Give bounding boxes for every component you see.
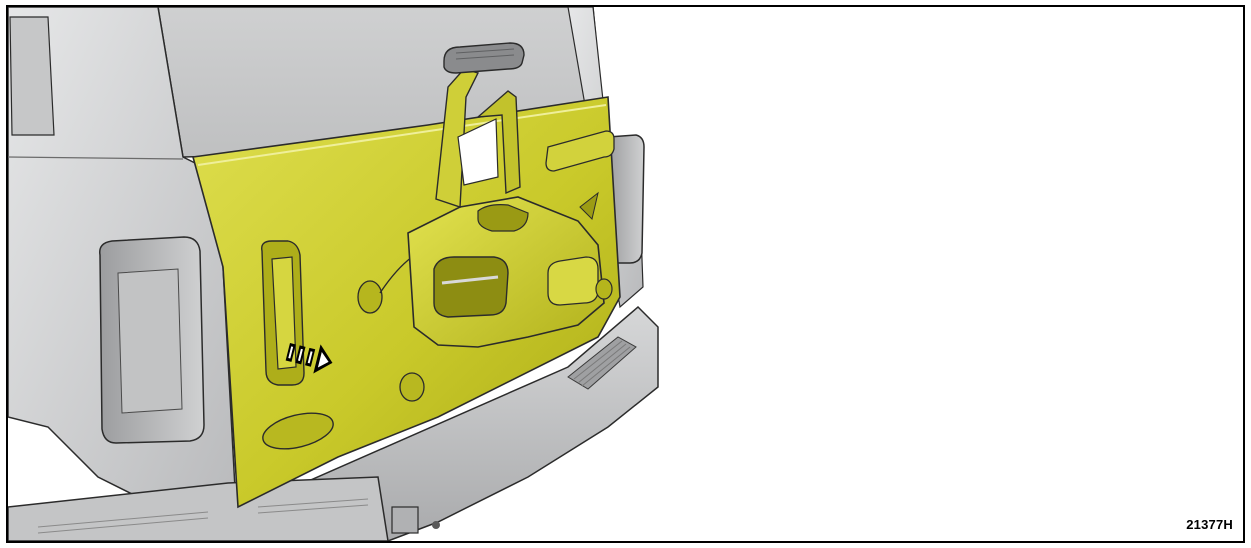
- lower-bumper-step: [8, 476, 389, 541]
- carrier-window-bar: [441, 275, 499, 285]
- gate-handle: [271, 256, 297, 370]
- spare-mount-hub: [547, 256, 599, 306]
- dashed-direction-arrow-icon: [285, 343, 333, 374]
- carrier-top-pocket: [477, 204, 529, 232]
- spare-mount-stud: [595, 278, 613, 300]
- left-tail-lamp-lens: [117, 268, 183, 414]
- gate-check-strap-boss: [399, 372, 425, 402]
- hitch-bolt: [432, 521, 440, 529]
- gate-hinge-marker: [579, 191, 599, 220]
- gate-upper-handle: [545, 130, 615, 172]
- vehicle-rear-illustration: [8, 7, 659, 541]
- gate-camera-boss: [357, 280, 383, 314]
- carrier-window: [433, 256, 509, 318]
- brake-light-lens-texture: [455, 48, 515, 60]
- brake-light-stalk-left: [435, 68, 480, 208]
- lower-step-texture: [37, 498, 369, 534]
- gate-upper-edge-highlight: [197, 104, 607, 166]
- body-crease: [8, 156, 184, 160]
- illustration-frame: 21377H: [6, 5, 1245, 543]
- brake-light-stalk-right: [475, 90, 521, 195]
- gate-emblem: [262, 412, 334, 450]
- brake-light-arm-opening: [457, 118, 499, 186]
- right-tail-lamp: [607, 134, 645, 264]
- high-mount-brake-light: [443, 42, 525, 74]
- hitch-receiver: [391, 506, 419, 534]
- bumper-step-texture: [573, 340, 631, 387]
- figure-id-label: 21377H: [1186, 517, 1233, 532]
- quarter-window: [9, 16, 55, 136]
